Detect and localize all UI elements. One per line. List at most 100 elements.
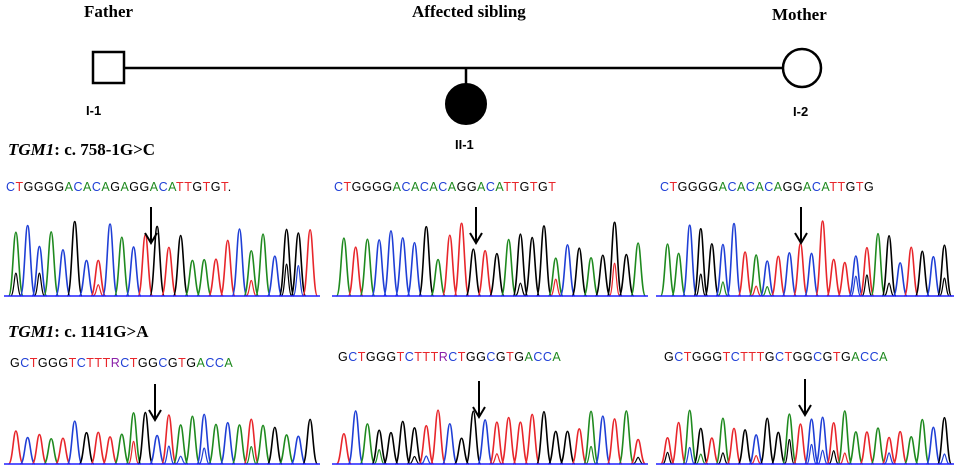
trace-peak — [881, 436, 897, 465]
base-call: A — [552, 350, 562, 364]
base-call: T — [422, 350, 431, 364]
base-call: T — [837, 180, 846, 194]
base-call: C — [448, 350, 458, 364]
trace-peak — [500, 238, 517, 297]
base-call: G — [351, 180, 362, 194]
trace-peak — [535, 225, 553, 297]
base-call: G — [465, 350, 477, 364]
trace-peak — [559, 244, 576, 297]
base-call: C — [774, 350, 785, 364]
trace-peak — [441, 422, 458, 465]
trace-peak — [453, 437, 470, 465]
base-call: G — [365, 350, 377, 364]
trace-peak — [149, 434, 166, 465]
trace-peak — [160, 414, 177, 465]
base-call: C — [813, 350, 823, 364]
base-call: A — [82, 180, 92, 194]
base-call: C — [158, 356, 168, 370]
trace-peak — [441, 234, 458, 297]
trace-peak — [347, 410, 364, 465]
trace-peak — [394, 237, 411, 297]
base-call: A — [149, 180, 159, 194]
trace-peak — [547, 257, 564, 297]
base-call: T — [669, 180, 678, 194]
trace-peak — [453, 222, 470, 297]
trace-peak — [693, 227, 709, 297]
base-call: G — [519, 180, 530, 194]
base-call: A — [718, 180, 728, 194]
trace-peak — [78, 431, 95, 465]
base-call: G — [845, 180, 856, 194]
trace-minor-peak — [717, 281, 729, 297]
trace-peak — [870, 427, 886, 465]
trace-peak — [618, 253, 635, 297]
variant-heading-1: TGM1: c. 758-1G>C — [8, 140, 155, 160]
base-call: C — [674, 350, 684, 364]
sequence-mother-2: GCTGGGTCTTTGCTGGCGTGACCA — [664, 350, 888, 364]
base-call: T — [86, 356, 95, 370]
base-call: G — [372, 180, 383, 194]
base-call: T — [15, 180, 24, 194]
base-call: A — [392, 180, 402, 194]
trace-peak — [125, 412, 142, 465]
down-arrow-icon — [144, 207, 158, 245]
trace-minor-peak — [684, 446, 696, 465]
base-call: C — [727, 180, 737, 194]
down-arrow-icon — [794, 207, 808, 245]
trace-peak — [571, 428, 588, 465]
mother-symbol — [781, 47, 823, 89]
trace-minor-peak — [33, 272, 46, 297]
trace-minor-peak — [245, 445, 257, 465]
trace-peak — [803, 418, 820, 465]
base-call: T — [503, 180, 512, 194]
base-call: G — [466, 180, 478, 194]
base-call: T — [178, 356, 187, 370]
trace-peak — [137, 411, 154, 465]
trace-peak — [31, 433, 48, 465]
base-call: G — [698, 180, 709, 194]
trace-peak — [278, 434, 295, 465]
trace-peak — [737, 251, 753, 297]
trace-peak — [594, 415, 611, 465]
base-call: C — [120, 356, 130, 370]
trace-peak — [19, 224, 36, 297]
trace-peak — [582, 256, 600, 297]
base-call: G — [137, 356, 149, 370]
base-call: A — [736, 180, 746, 194]
trace-peak — [302, 229, 319, 297]
trace-peak — [770, 431, 786, 465]
trace-peak — [394, 420, 411, 465]
trace-peak — [659, 243, 676, 297]
base-call: C — [485, 180, 496, 194]
trace-peak — [184, 259, 201, 297]
base-call: R — [110, 356, 121, 370]
base-call: T — [832, 350, 841, 364]
base-call: G — [361, 180, 373, 194]
base-call: C — [533, 350, 543, 364]
base-call: G — [48, 356, 59, 370]
base-call: G — [376, 350, 387, 364]
trace-peak — [892, 262, 908, 297]
base-call: C — [214, 356, 225, 370]
trace-peak — [759, 260, 775, 297]
trace-peak — [500, 416, 517, 465]
trace-peak — [814, 220, 831, 297]
base-call: G — [782, 180, 793, 194]
trace-peak — [618, 410, 635, 465]
base-call: C — [486, 350, 496, 364]
trace-peak — [606, 418, 623, 465]
base-call: G — [54, 180, 65, 194]
trace-peak — [184, 415, 201, 465]
base-call: T — [784, 350, 793, 364]
father-label: Father — [84, 2, 134, 21]
pedigree-tree — [91, 47, 823, 125]
trace-peak — [196, 413, 213, 465]
trace-minor-peak — [751, 454, 762, 465]
base-call: C — [811, 180, 822, 194]
trace-minor-peak — [280, 263, 293, 297]
chromatogram-father-2 — [4, 411, 320, 465]
trace-peak — [659, 437, 676, 465]
base-call: G — [167, 356, 179, 370]
trace-peak — [219, 239, 236, 297]
trace-peak — [101, 223, 119, 297]
